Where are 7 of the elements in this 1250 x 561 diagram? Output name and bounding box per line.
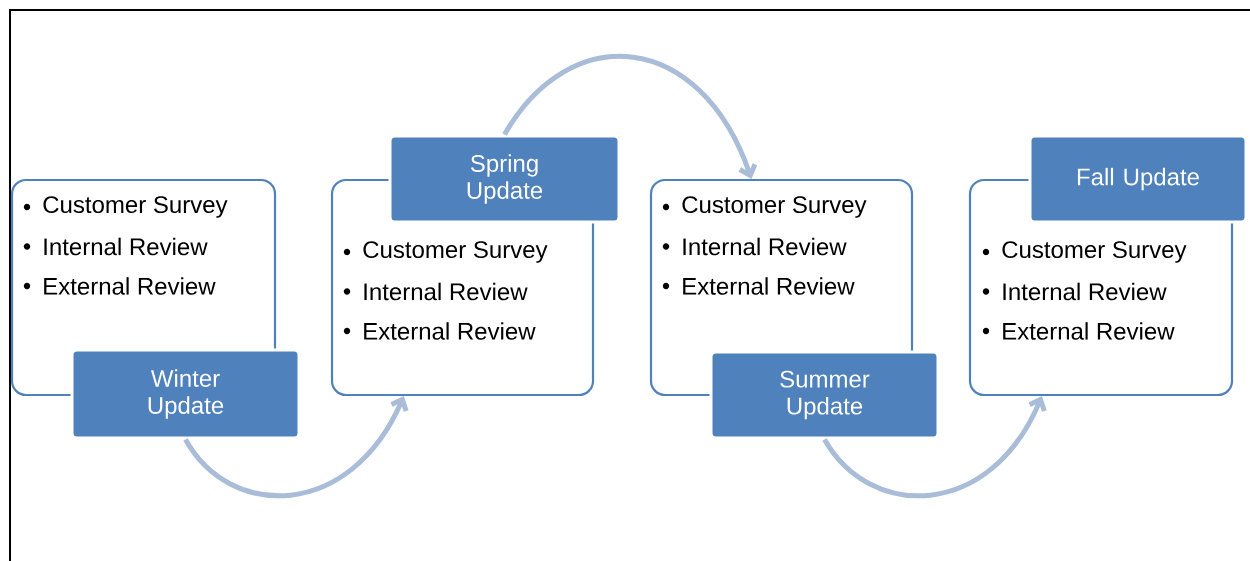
- title-box: Winter Update: [70, 348, 301, 440]
- curved-arrow: [822, 396, 1047, 498]
- title-box: Fall Update: [1028, 134, 1248, 224]
- title-box: Summer Update: [709, 350, 940, 440]
- curved-arrow: [502, 54, 758, 179]
- title-box: Spring Update: [388, 134, 621, 224]
- curved-arrow: [183, 396, 409, 498]
